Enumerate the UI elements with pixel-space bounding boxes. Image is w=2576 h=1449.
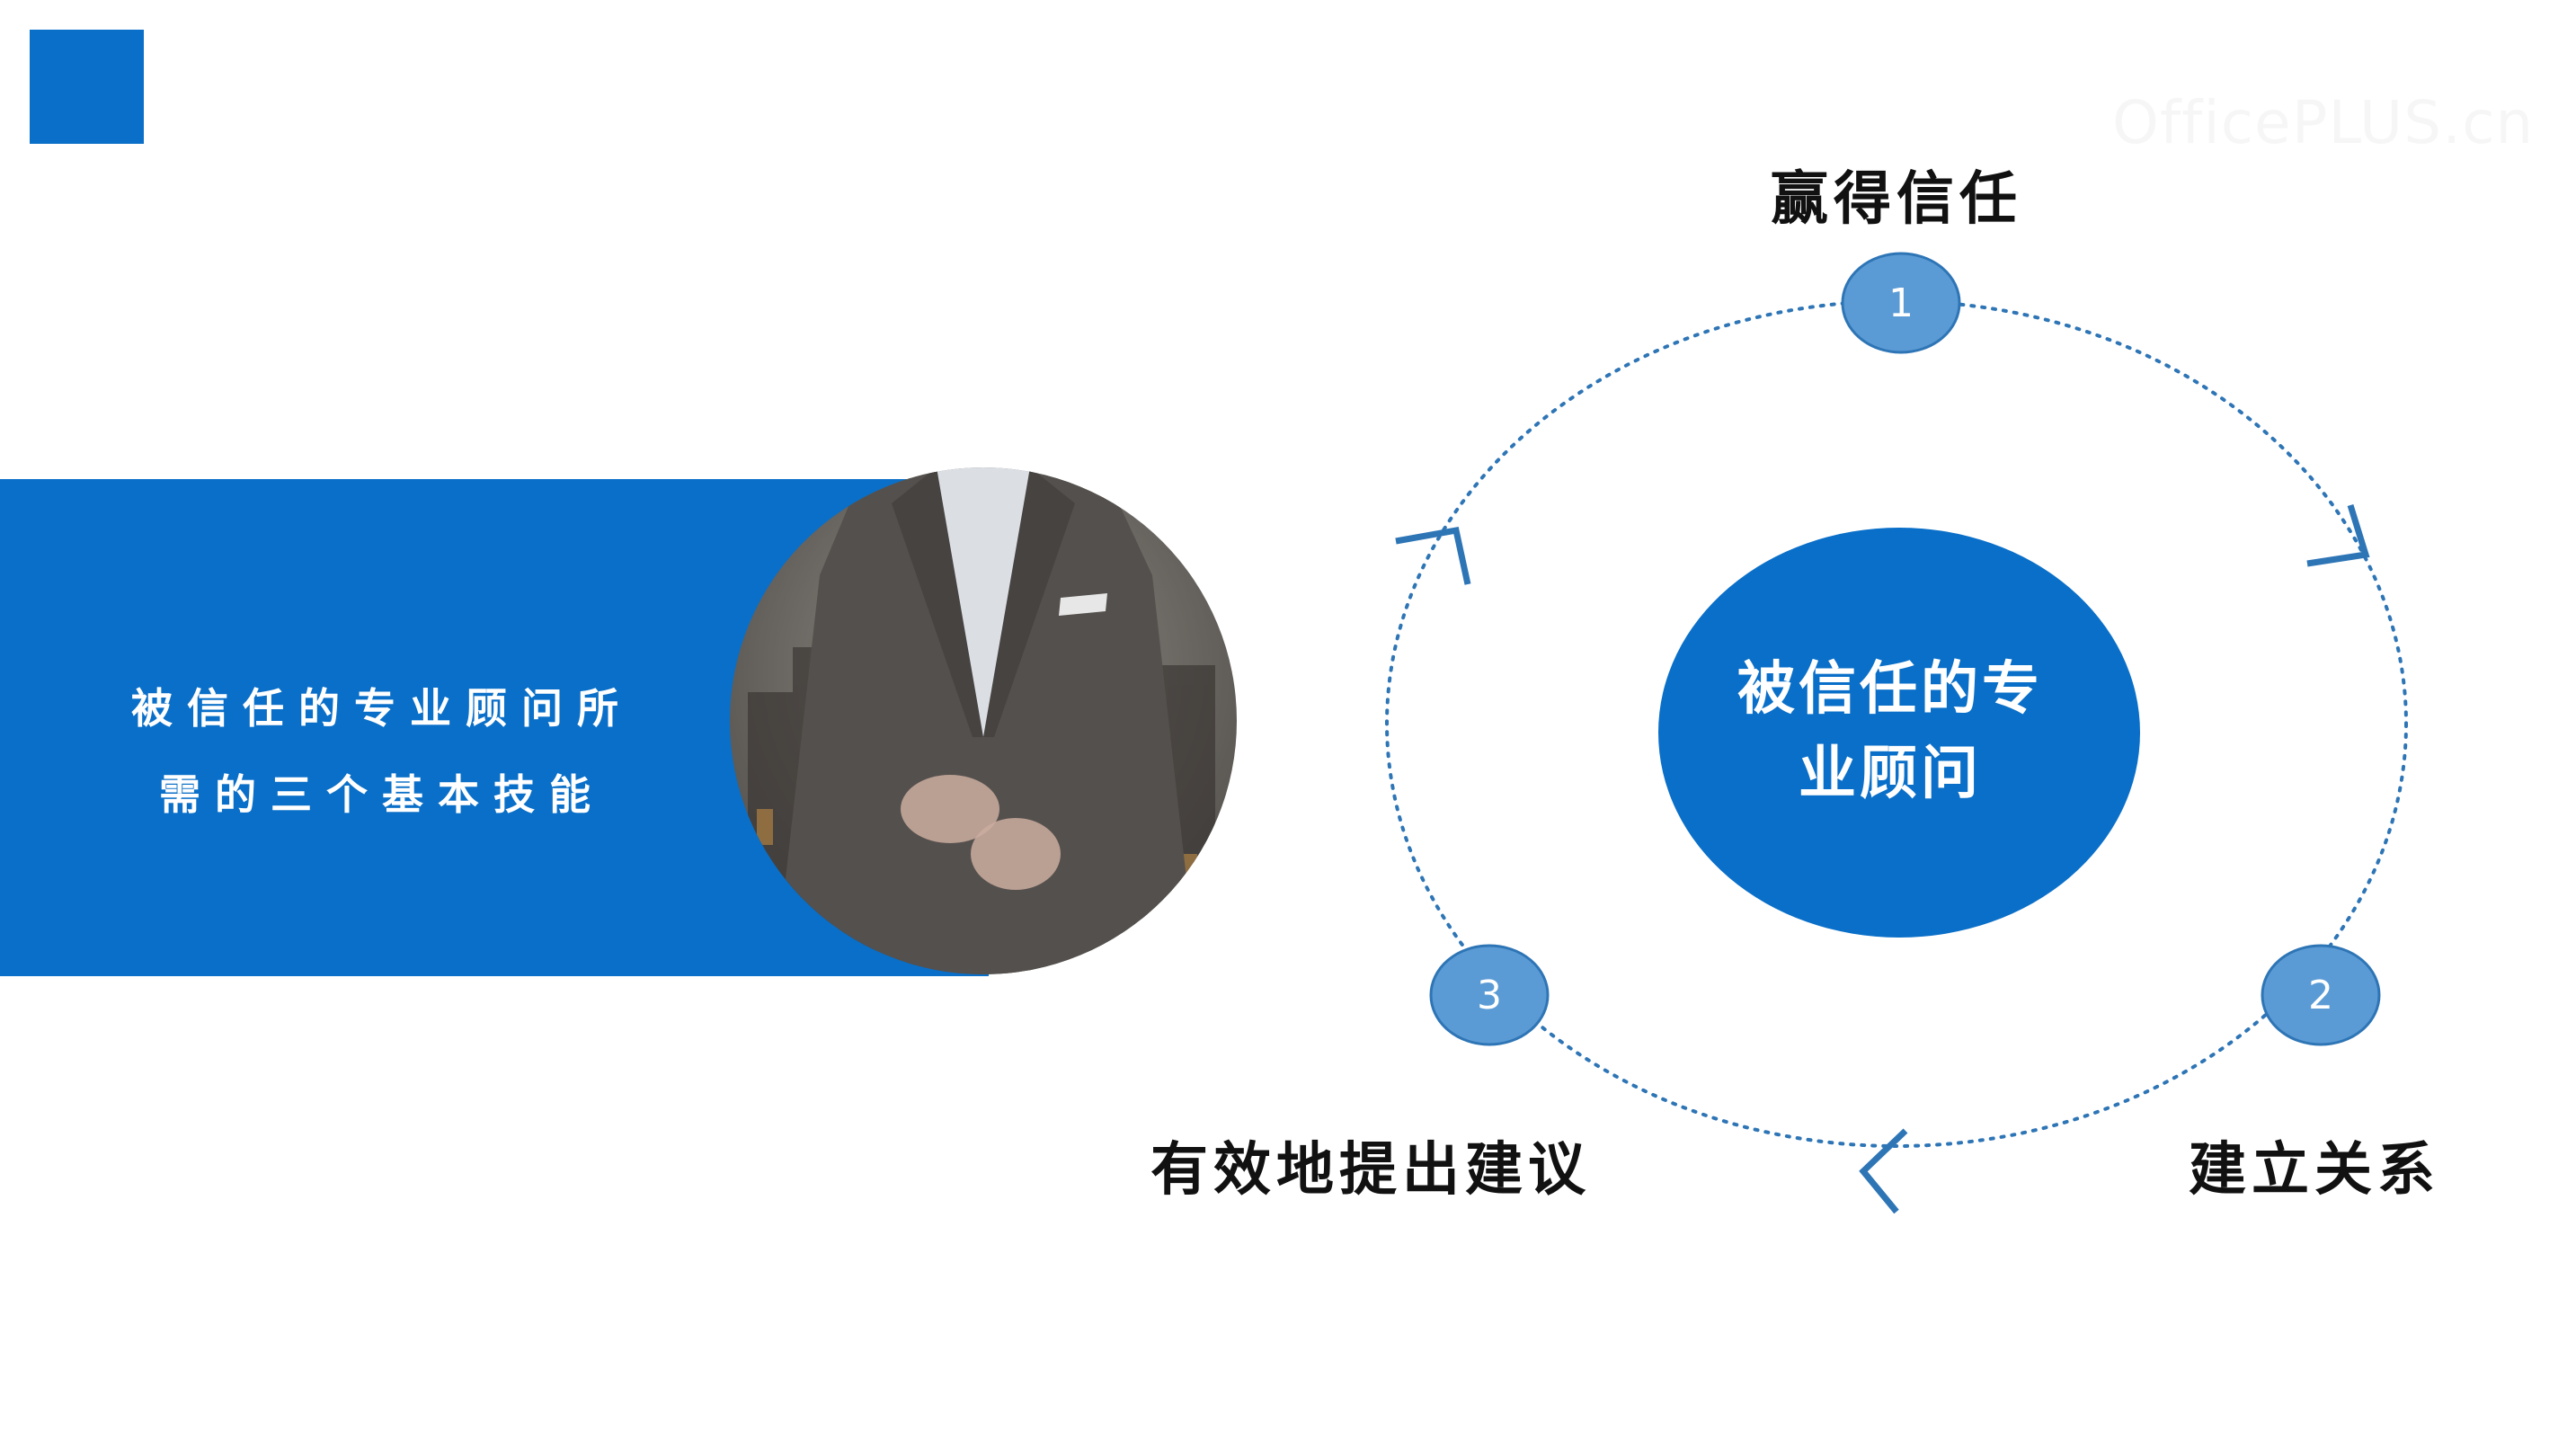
center-circle (1658, 528, 2140, 938)
banner-title-line-2: 需的三个基本技能 (159, 770, 605, 819)
step-number-2: 2 (2308, 973, 2333, 1018)
banner-title: 被信任的专业顾问所 需的三个基本技能 (108, 665, 656, 838)
step-label-2: 建立关系 (2189, 1136, 2440, 1204)
step-node-1: 1 (1841, 252, 1961, 354)
corner-accent-square (30, 30, 144, 144)
step-node-2: 2 (2261, 944, 2381, 1046)
step-number-1: 1 (1888, 280, 1914, 326)
chevron-arrow-icon (1859, 1128, 1908, 1214)
chevron-arrow-icon (2306, 503, 2370, 567)
banner-title-line-1: 被信任的专业顾问所 (131, 684, 633, 733)
step-node-3: 3 (1429, 944, 1550, 1046)
chevron-arrow-icon (1395, 526, 1471, 585)
step-number-3: 3 (1477, 973, 1502, 1018)
center-label-line-1: 被信任的专 (1737, 655, 2043, 723)
step-label-3: 有效地提出建议 (1150, 1136, 1591, 1204)
center-label-line-2: 业顾问 (1799, 740, 1982, 807)
businessman-photo (730, 467, 1237, 974)
photo-illustration (730, 467, 1237, 974)
center-label: 被信任的专 业顾问 (1652, 647, 2128, 816)
step-label-1: 赢得信任 (1771, 165, 2022, 233)
